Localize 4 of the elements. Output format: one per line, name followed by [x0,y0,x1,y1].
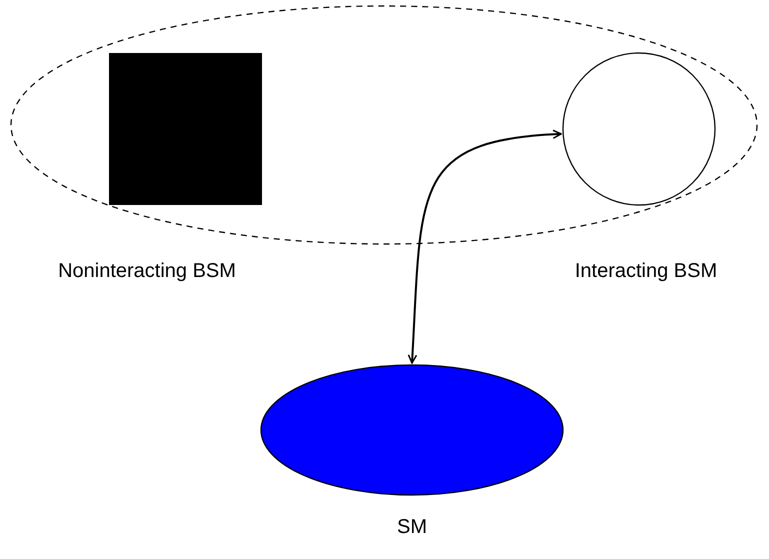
node-label: SM [397,516,427,539]
curved-arrow [408,130,562,364]
node-label: Noninteracting BSM [58,260,236,283]
node-label: Interacting BSM [574,260,718,283]
